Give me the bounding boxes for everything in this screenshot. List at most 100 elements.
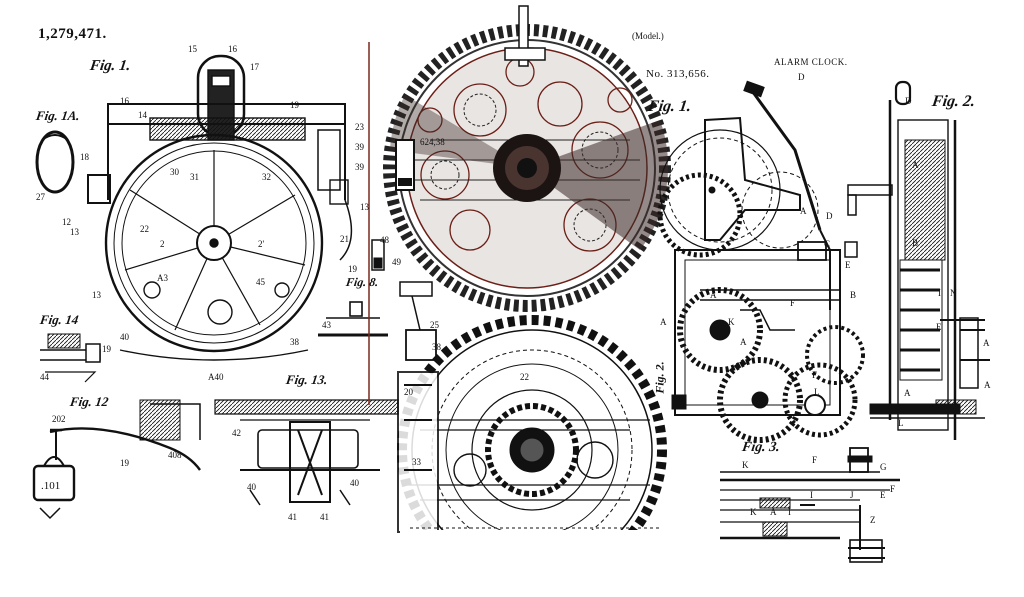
fig-3-label-right: Fig. 3. xyxy=(741,440,781,455)
model-note: (Model.) xyxy=(632,31,664,41)
svg-text:40: 40 xyxy=(350,478,360,488)
fig-2-label-rotated: Fig. 2. xyxy=(652,361,667,394)
svg-text:A40: A40 xyxy=(208,372,224,382)
svg-text:I: I xyxy=(938,288,941,298)
svg-text:17: 17 xyxy=(250,62,260,72)
svg-text:E: E xyxy=(880,490,886,500)
svg-text:39: 39 xyxy=(355,162,365,172)
svg-text:L: L xyxy=(814,387,820,397)
svg-text:A3: A3 xyxy=(157,273,168,283)
alarm-fig-1 xyxy=(657,80,865,443)
svg-text:40: 40 xyxy=(120,332,130,342)
svg-text:49: 49 xyxy=(392,257,402,267)
fig-1a-label: Fig. 1A. xyxy=(35,108,81,123)
svg-text:16: 16 xyxy=(120,96,130,106)
svg-text:D: D xyxy=(905,96,912,106)
svg-text:F: F xyxy=(890,484,895,494)
svg-text:F: F xyxy=(812,370,817,380)
clockwork-upper xyxy=(383,5,671,312)
watch-fig-13 xyxy=(214,399,399,506)
svg-text:38: 38 xyxy=(290,337,300,347)
svg-text:J: J xyxy=(850,490,854,500)
svg-text:B: B xyxy=(850,290,856,300)
svg-text:A: A xyxy=(912,160,919,170)
svg-text:48: 48 xyxy=(380,235,390,245)
svg-text:30: 30 xyxy=(170,167,180,177)
svg-text:F: F xyxy=(812,455,817,465)
svg-text:I: I xyxy=(810,490,813,500)
clockwork-lower xyxy=(397,281,670,597)
svg-text:41: 41 xyxy=(288,512,297,522)
svg-text:L: L xyxy=(898,418,904,428)
svg-text:13: 13 xyxy=(92,290,102,300)
svg-text:14: 14 xyxy=(138,110,148,120)
svg-text:408: 408 xyxy=(168,450,182,460)
svg-text:K: K xyxy=(742,460,749,470)
svg-text:2: 2 xyxy=(160,239,165,249)
svg-text:19: 19 xyxy=(348,264,358,274)
watch-fig-14 xyxy=(40,333,101,383)
svg-text:44: 44 xyxy=(40,372,50,382)
fig-12-label: Fig. 12 xyxy=(69,394,110,409)
svg-text:A: A xyxy=(983,338,990,348)
svg-text:F: F xyxy=(790,298,795,308)
watch-fig-8 xyxy=(318,239,388,337)
watch-fig-1a xyxy=(35,130,75,194)
svg-text:202: 202 xyxy=(52,414,66,424)
svg-text:41: 41 xyxy=(320,512,329,522)
svg-text:2': 2' xyxy=(258,239,265,249)
fig-8-label: Fig. 8. xyxy=(345,275,380,289)
svg-text:32: 32 xyxy=(262,172,271,182)
svg-text:19: 19 xyxy=(120,458,130,468)
svg-text:38: 38 xyxy=(432,342,442,352)
fig-2-label-right: Fig. 2. xyxy=(930,93,977,110)
svg-text:D: D xyxy=(798,72,805,82)
svg-text:22: 22 xyxy=(520,372,529,382)
fig-14-label: Fig. 14 xyxy=(39,312,80,327)
svg-text:45: 45 xyxy=(256,277,266,287)
svg-text:E: E xyxy=(936,322,942,332)
svg-text:22: 22 xyxy=(140,224,149,234)
svg-text:K: K xyxy=(728,317,735,327)
alarm-fig-3 xyxy=(720,447,900,563)
tag-number: .101 xyxy=(41,480,60,492)
svg-text:43: 43 xyxy=(322,320,332,330)
svg-text:13: 13 xyxy=(70,227,80,237)
svg-text:A: A xyxy=(740,337,747,347)
svg-text:40: 40 xyxy=(247,482,257,492)
fig-1-label-left: Fig. 1. xyxy=(88,58,132,74)
svg-text:25: 25 xyxy=(430,320,440,330)
watch-fig-12 xyxy=(32,399,201,520)
alarm-fig-2 xyxy=(847,80,990,440)
svg-text:42: 42 xyxy=(232,428,241,438)
patent-number-right: No. 313,656. xyxy=(646,68,710,80)
svg-text:13: 13 xyxy=(360,202,370,212)
patent-number-left: 1,279,471. xyxy=(38,26,107,42)
svg-text:K: K xyxy=(750,507,757,517)
svg-text:I: I xyxy=(788,507,791,517)
svg-text:A: A xyxy=(800,206,807,216)
svg-text:16: 16 xyxy=(228,44,238,54)
svg-text:39: 39 xyxy=(355,142,365,152)
svg-text:A: A xyxy=(710,290,717,300)
fig-1-label-right: Fig. 1. xyxy=(646,98,693,115)
svg-text:D: D xyxy=(826,211,833,221)
svg-text:A: A xyxy=(984,380,991,390)
svg-text:27: 27 xyxy=(36,192,46,202)
svg-text:Z: Z xyxy=(870,515,876,525)
svg-text:A: A xyxy=(660,317,667,327)
svg-text:E: E xyxy=(845,260,851,270)
svg-text:20: 20 xyxy=(404,387,414,397)
svg-text:33: 33 xyxy=(412,457,422,467)
svg-text:19: 19 xyxy=(290,100,300,110)
svg-text:G: G xyxy=(880,462,887,472)
svg-text:15: 15 xyxy=(188,44,198,54)
svg-text:31: 31 xyxy=(190,172,199,182)
svg-text:624,38: 624,38 xyxy=(420,137,445,147)
svg-text:N: N xyxy=(950,288,957,298)
svg-text:18: 18 xyxy=(80,152,90,162)
svg-text:A: A xyxy=(904,388,911,398)
svg-text:B: B xyxy=(912,238,918,248)
